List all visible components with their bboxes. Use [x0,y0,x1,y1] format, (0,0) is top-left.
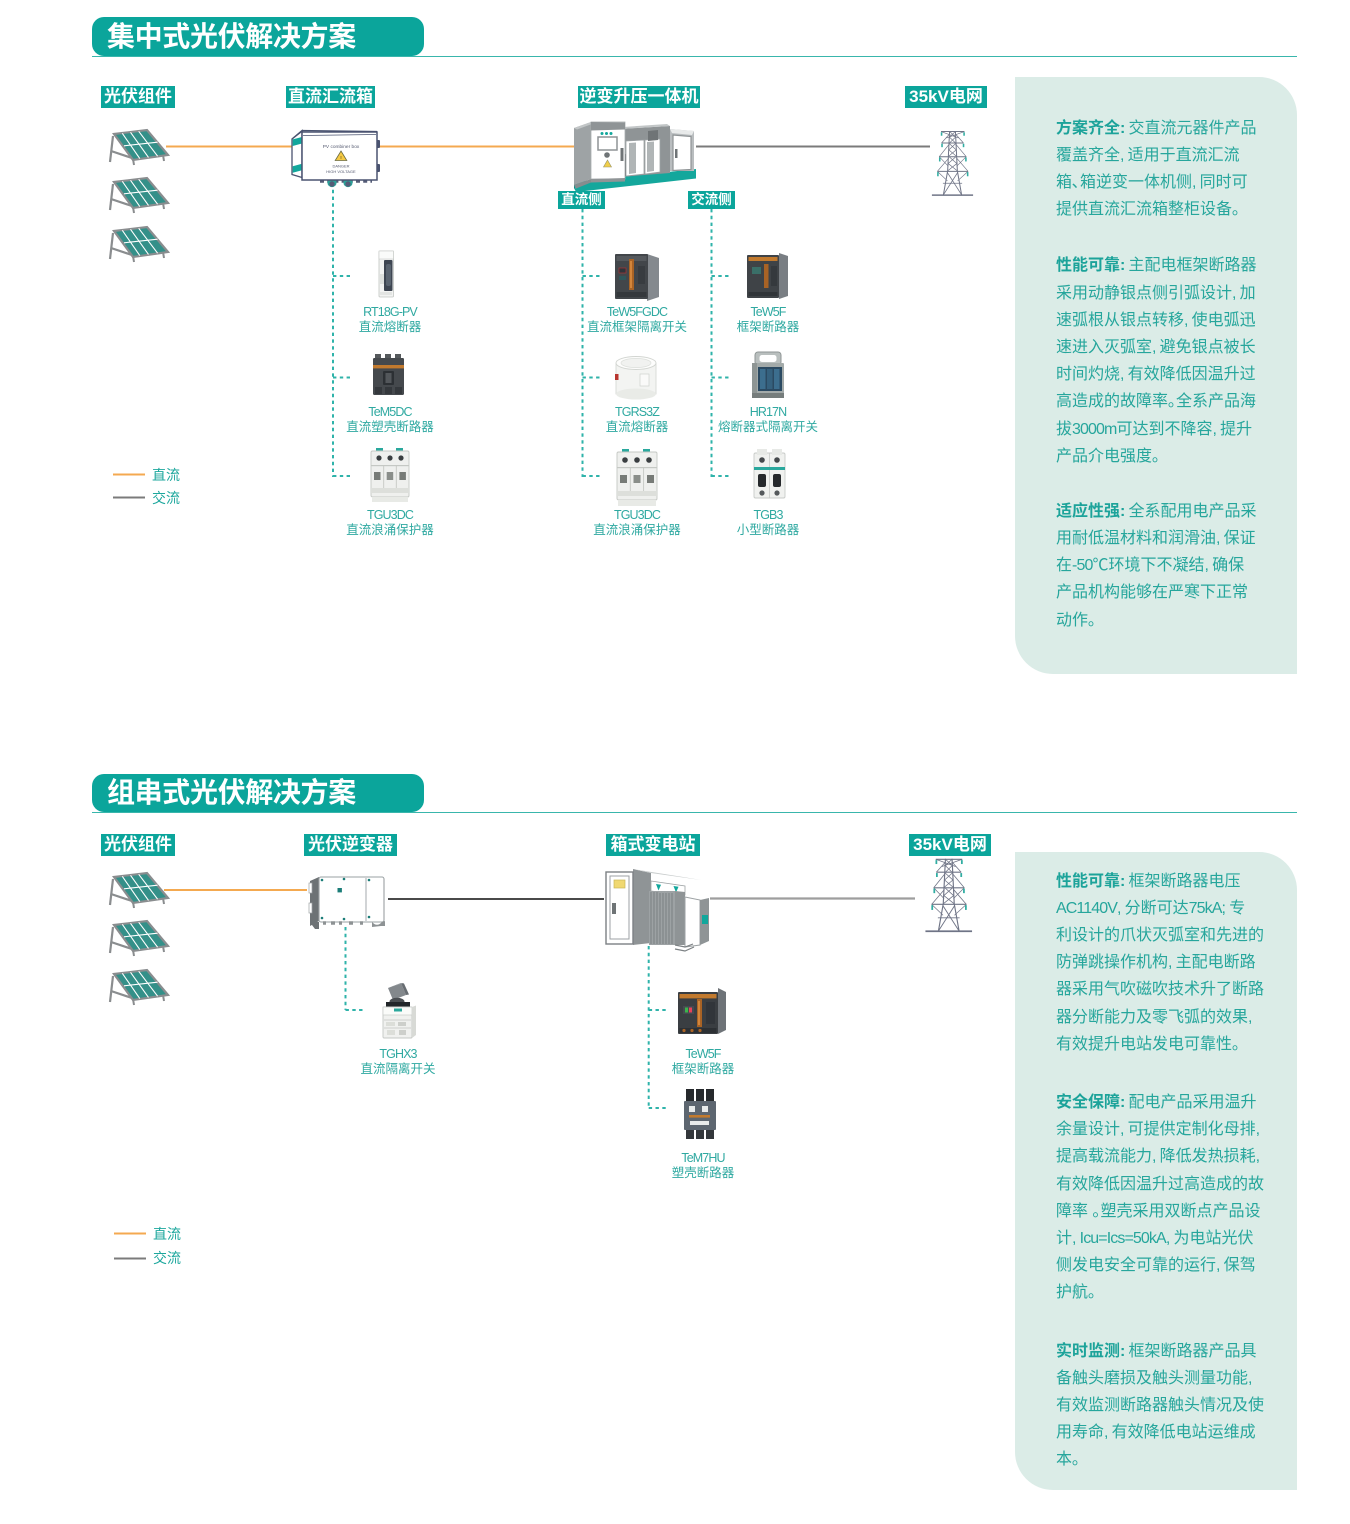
svg-text:DANGER: DANGER [332,164,349,169]
svg-text:!: ! [340,155,342,160]
svg-text:PV combiner box: PV combiner box [323,144,360,150]
svg-text:HIGH VOLTAGE: HIGH VOLTAGE [326,169,356,174]
